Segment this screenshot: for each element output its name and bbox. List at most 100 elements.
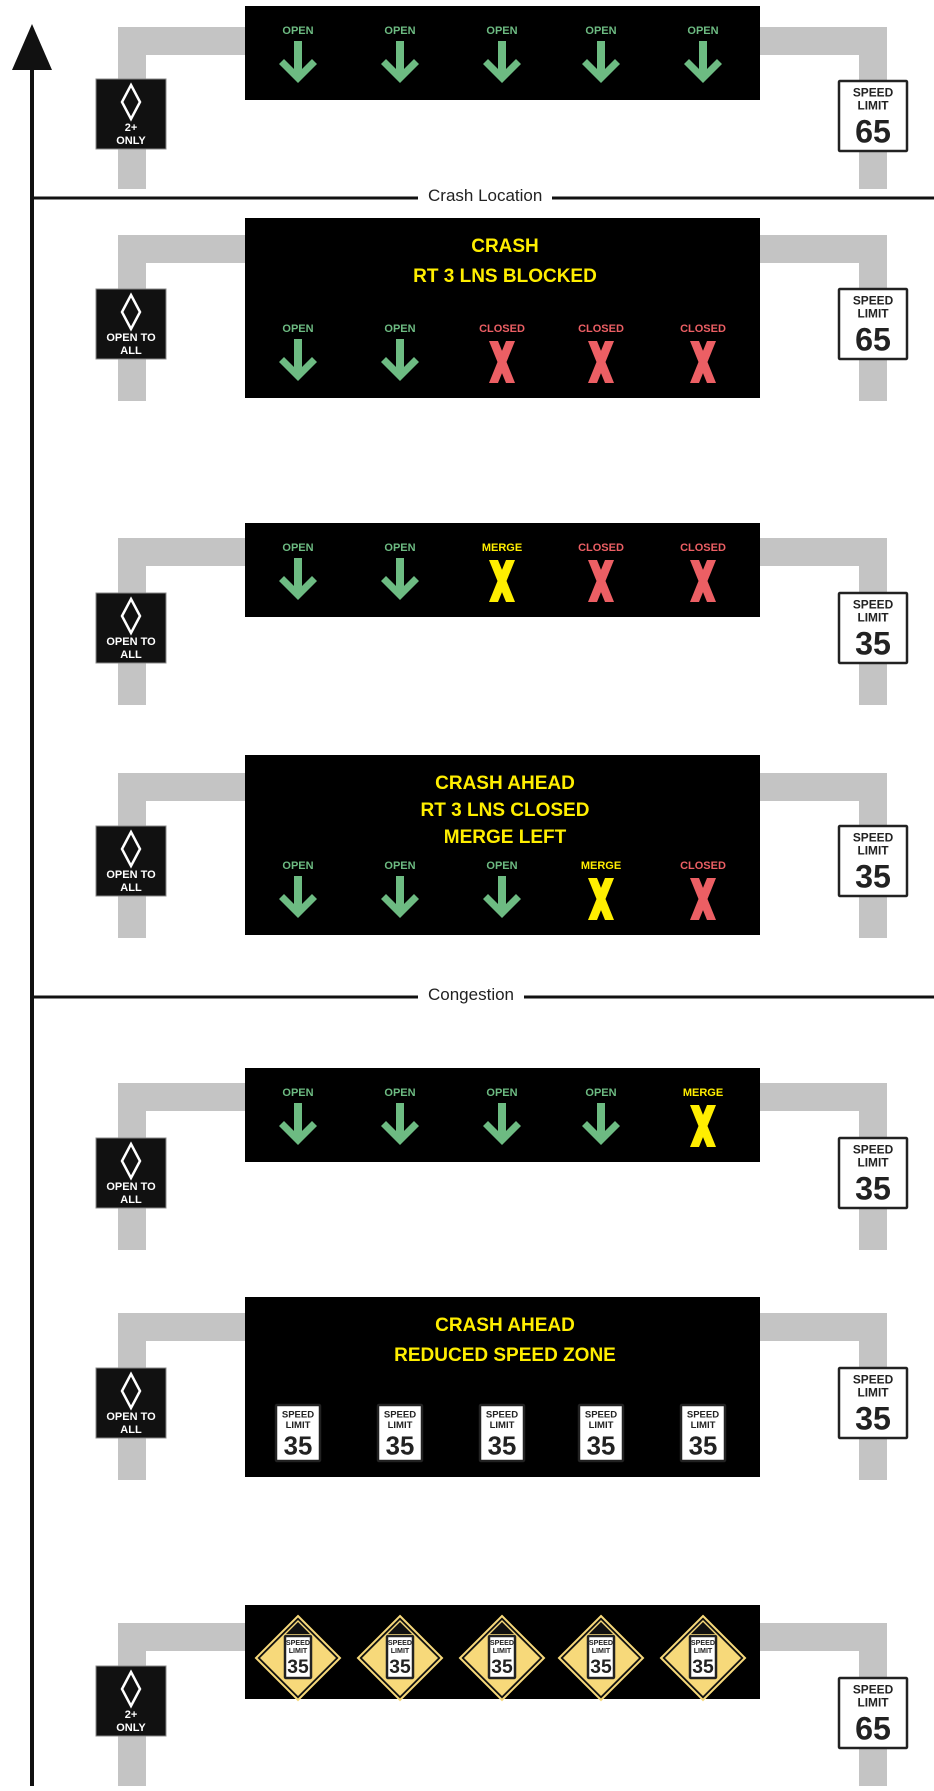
- lane-indicator-4: CLOSED: [578, 542, 624, 602]
- speed-sign-value: 35: [488, 1432, 517, 1460]
- speed-sign-line2: LIMIT: [857, 844, 889, 858]
- speed-sign-line2: LIMIT: [691, 1420, 716, 1431]
- x-icon: [690, 878, 716, 920]
- lane-status-label: CLOSED: [578, 323, 624, 335]
- down-arrow-icon: [483, 876, 521, 918]
- lane-indicator-1: OPEN: [279, 542, 317, 600]
- lane-indicator-5: MERGE: [683, 1087, 723, 1147]
- speed-sign-line2: LIMIT: [592, 1647, 611, 1655]
- lane-indicator-3: OPEN: [483, 860, 521, 918]
- down-arrow-icon: [381, 558, 419, 600]
- speed-sign-line2: LIMIT: [694, 1647, 713, 1655]
- speed-sign-line1: SPEED: [486, 1409, 518, 1420]
- lane-indicator-4: CLOSED: [578, 323, 624, 383]
- speed-sign-value: 35: [491, 1657, 513, 1678]
- lane-indicator-2: OPEN: [381, 542, 419, 600]
- x-icon: [588, 341, 614, 383]
- up-arrow-icon: [12, 24, 52, 70]
- lane-status-label: CLOSED: [578, 542, 624, 554]
- down-arrow-icon: [381, 339, 419, 381]
- lane-status-label: OPEN: [282, 860, 313, 872]
- hov-sign-panel: [95, 825, 167, 897]
- down-arrow-icon: [582, 41, 620, 83]
- speed-limit-sign-icon: [577, 1403, 625, 1463]
- message-line-2: RT 3 LNS CLOSED: [421, 800, 590, 821]
- speed-sign-line1: SPEED: [853, 1372, 894, 1386]
- speed-limit-sign-icon: [487, 1634, 517, 1680]
- lane-status-label: OPEN: [384, 1087, 415, 1099]
- speed-limit-sign-icon: [283, 1634, 313, 1680]
- down-arrow-icon: [381, 41, 419, 83]
- speed-sign-line2: LIMIT: [857, 1386, 889, 1400]
- speed-sign-line2: LIMIT: [490, 1420, 515, 1431]
- down-arrow-icon: [483, 41, 521, 83]
- lane-status-label: OPEN: [585, 1087, 616, 1099]
- lane-status-label: OPEN: [486, 1087, 517, 1099]
- lane-status-label: OPEN: [282, 25, 313, 37]
- speed-sign-line1: SPEED: [282, 1409, 314, 1420]
- speed-sign-line2: LIMIT: [286, 1420, 311, 1431]
- lane-status-label: MERGE: [482, 542, 522, 554]
- lane-status-label: OPEN: [384, 542, 415, 554]
- speed-sign-value: 35: [855, 859, 891, 895]
- hov-sign-text: ONLY: [116, 1722, 146, 1734]
- speed-sign-line1: SPEED: [384, 1409, 416, 1420]
- hov-sign-text: ALL: [120, 1424, 142, 1436]
- speed-sign-value: 35: [386, 1432, 415, 1460]
- down-arrow-icon: [279, 1103, 317, 1145]
- down-arrow-icon: [279, 41, 317, 83]
- hov-sign-text: ALL: [120, 1194, 142, 1206]
- down-arrow-icon: [381, 876, 419, 918]
- speed-limit-sign-icon: [274, 1403, 322, 1463]
- lane-status-label: OPEN: [585, 25, 616, 37]
- hov-sign-text: 2+: [125, 1709, 138, 1721]
- lane-status-label: OPEN: [282, 542, 313, 554]
- speed-sign-value: 35: [284, 1432, 313, 1460]
- down-arrow-icon: [279, 876, 317, 918]
- lane-indicator-1: OPEN: [279, 25, 317, 83]
- gantry-7: SPEEDLIMIT35SPEEDLIMIT35SPEEDLIMIT35SPEE…: [95, 1605, 909, 1786]
- section-label-crash-location: Crash Location: [418, 186, 553, 206]
- speed-sign-value: 35: [590, 1657, 612, 1678]
- speed-sign-value: 65: [855, 1711, 891, 1747]
- lane-indicator-5: OPEN: [684, 25, 722, 83]
- speed-sign-line2: LIMIT: [857, 611, 889, 625]
- speed-sign-line2: LIMIT: [289, 1647, 308, 1655]
- speed-sign-line1: SPEED: [589, 1639, 613, 1647]
- speed-limit-sign-icon: [837, 1136, 909, 1210]
- lane-status-label: OPEN: [384, 860, 415, 872]
- speed-sign-line1: SPEED: [853, 1682, 894, 1696]
- hov-sign-text: OPEN TO: [106, 869, 156, 881]
- speed-sign-line1: SPEED: [585, 1409, 617, 1420]
- x-icon: [588, 560, 614, 602]
- speed-limit-sign-icon: [688, 1634, 718, 1680]
- speed-sign-line2: LIMIT: [589, 1420, 614, 1431]
- speed-sign-line2: LIMIT: [857, 307, 889, 321]
- lane-indicator-1: OPEN: [279, 1087, 317, 1145]
- down-arrow-icon: [582, 1103, 620, 1145]
- lane-status-label: CLOSED: [680, 323, 726, 335]
- speed-sign-value: 35: [389, 1657, 411, 1678]
- down-arrow-icon: [483, 1103, 521, 1145]
- speed-sign-line2: LIMIT: [857, 99, 889, 113]
- lane-indicator-2: OPEN: [381, 860, 419, 918]
- diamond-icon: [120, 596, 142, 636]
- lane-indicator-3: CLOSED: [479, 323, 525, 383]
- message-line-1: CRASH AHEAD: [435, 773, 575, 794]
- lane-indicator-2: OPEN: [381, 323, 419, 381]
- up-arrow-icon: [589, 1622, 613, 1634]
- up-arrow-icon: [691, 1622, 715, 1634]
- hov-sign-panel: [95, 592, 167, 664]
